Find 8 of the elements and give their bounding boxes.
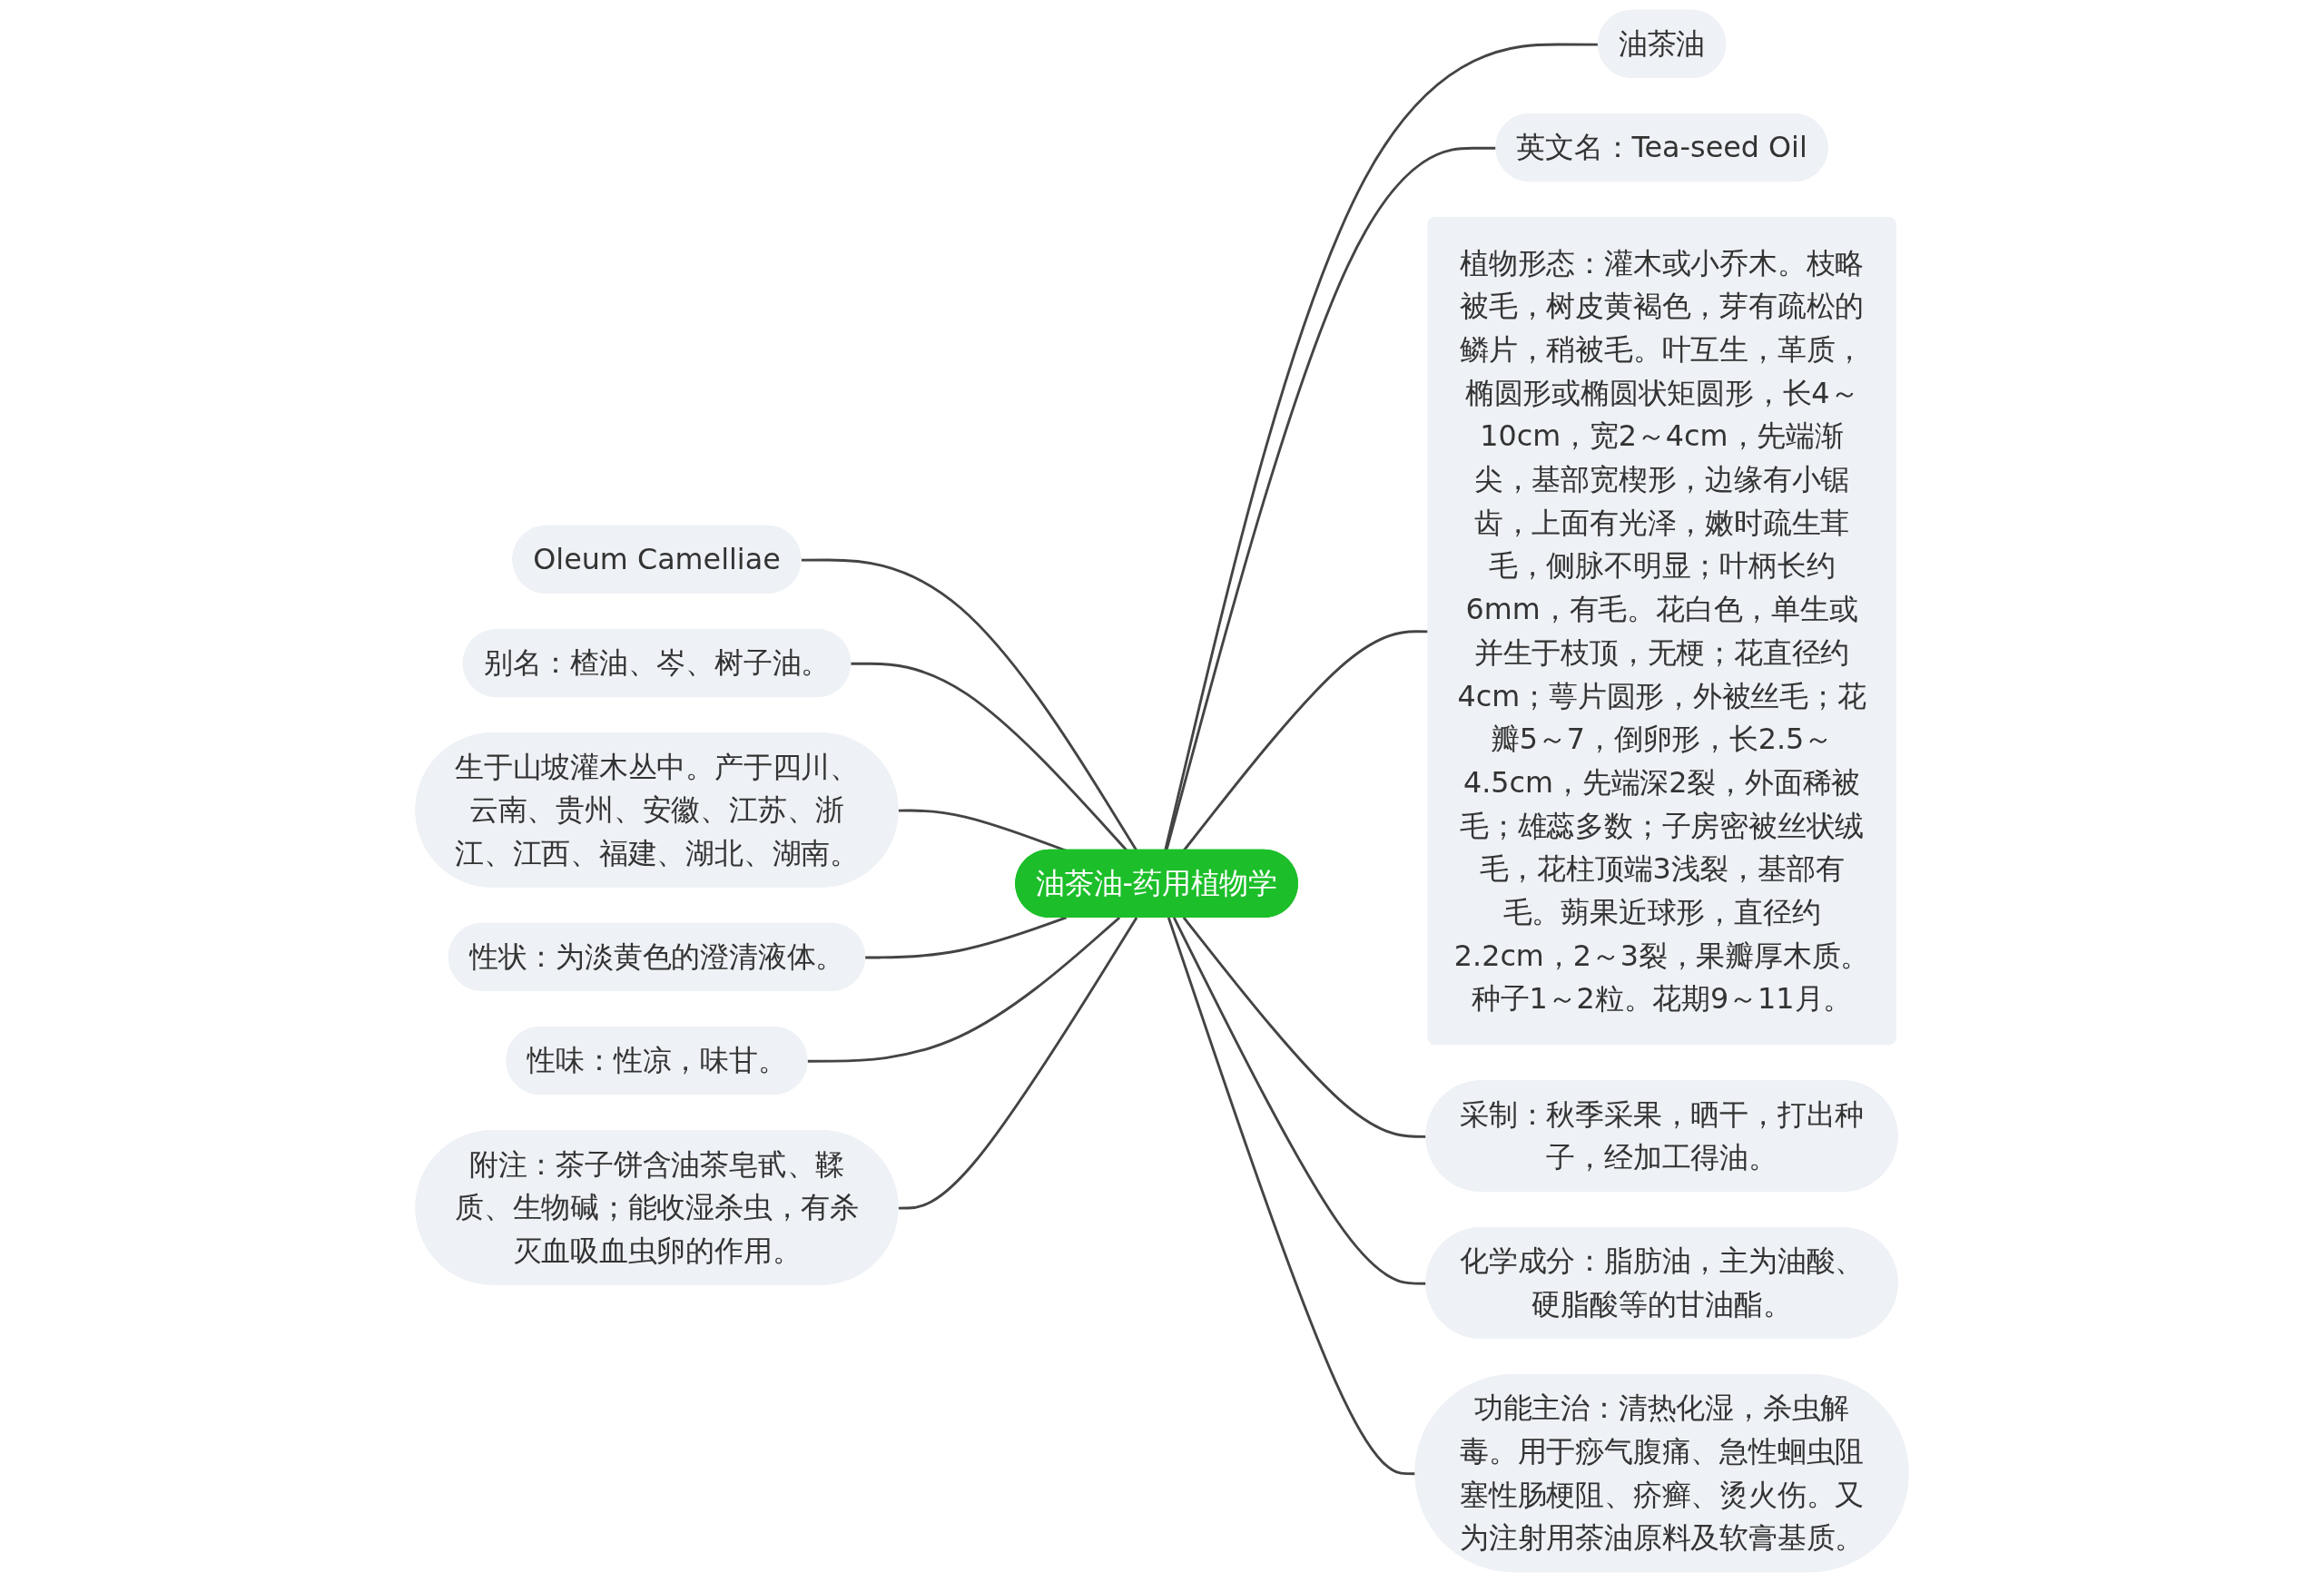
connector [801, 558, 1138, 851]
connector [1182, 917, 1427, 1138]
connector [1167, 917, 1416, 1476]
connector [1172, 917, 1427, 1285]
connector [865, 916, 1067, 959]
connector [1165, 146, 1497, 851]
connector [807, 916, 1121, 1063]
connector [898, 917, 1138, 1210]
